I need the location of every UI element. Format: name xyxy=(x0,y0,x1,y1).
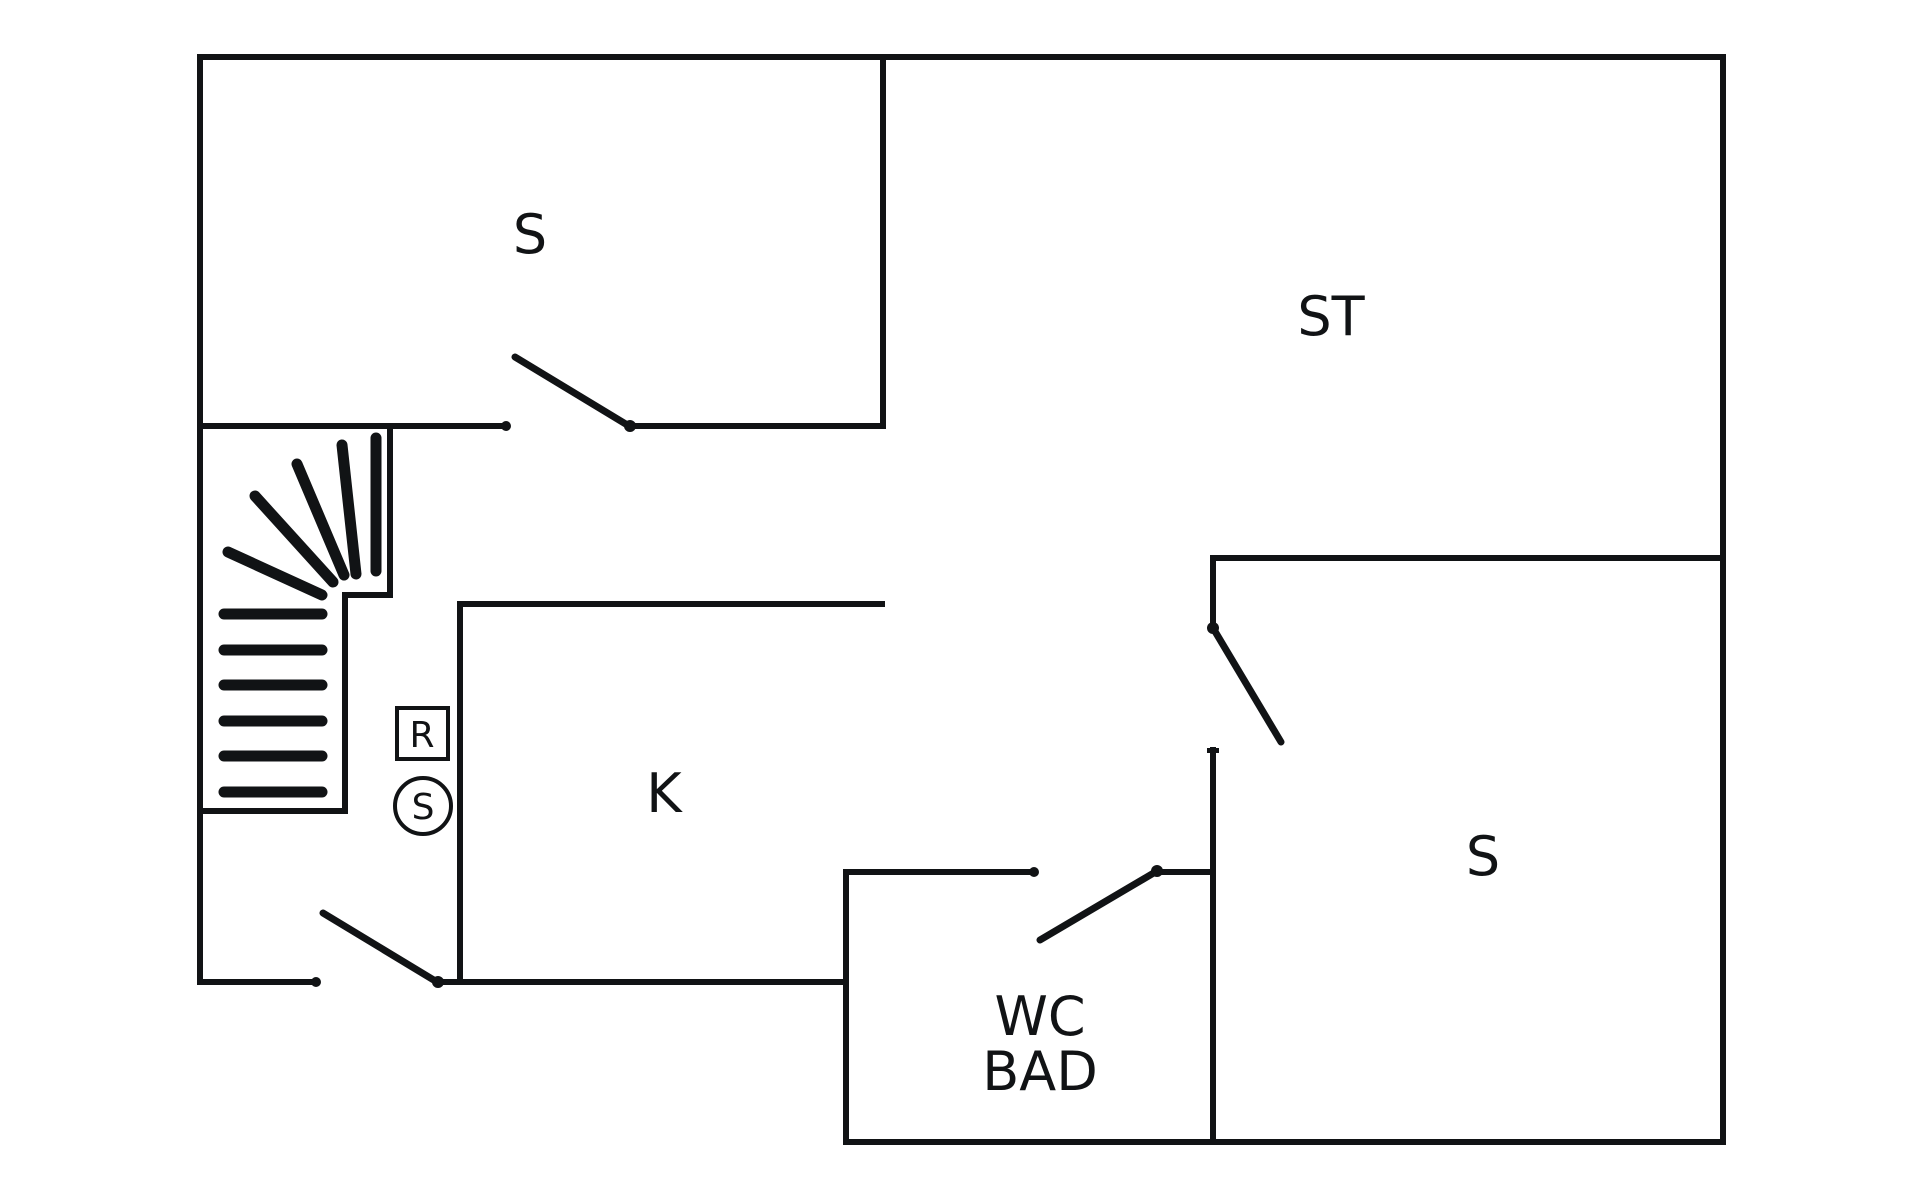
door-hinge xyxy=(432,976,444,988)
outer-walls xyxy=(197,54,1726,1145)
door-hinge xyxy=(1151,865,1163,877)
symbols: R S xyxy=(393,706,453,836)
stair-tread-winder xyxy=(336,439,362,580)
stair-tread-winder xyxy=(249,490,339,588)
door-bedroom-east xyxy=(1209,624,1285,746)
chimney-square-label: R xyxy=(409,715,434,756)
stair-tread-winder xyxy=(291,458,350,581)
room-label-bedroom-nw: S xyxy=(513,203,547,266)
doors xyxy=(319,353,1285,988)
door-entrance xyxy=(319,909,441,986)
wall-cap xyxy=(1029,867,1039,877)
wall-end-caps xyxy=(311,421,1219,987)
wall-cap xyxy=(311,977,321,987)
room-label-living-room: ST xyxy=(1297,285,1365,348)
door-hinge xyxy=(1207,622,1219,634)
stair-tread-winder xyxy=(222,546,328,601)
room-label-bedroom-east: S xyxy=(1466,825,1500,888)
room-labels: S ST K WC BAD S xyxy=(513,203,1500,1103)
room-label-kitchen: K xyxy=(646,762,683,825)
room-label-bathroom-bad: BAD xyxy=(982,1040,1098,1103)
wall-cap xyxy=(1207,748,1219,753)
chimney-square-symbol xyxy=(395,706,450,761)
room-label-bathroom-wc: WC xyxy=(994,985,1085,1048)
wall-cap xyxy=(501,421,511,431)
staircase xyxy=(218,432,382,798)
chimney-circle-symbol xyxy=(393,776,453,836)
door-bedroom-nw xyxy=(511,353,633,430)
door-bathroom xyxy=(1036,867,1161,944)
chimney-circle-label: S xyxy=(412,787,435,828)
door-hinge xyxy=(624,420,636,432)
interior-walls xyxy=(197,54,1726,1145)
